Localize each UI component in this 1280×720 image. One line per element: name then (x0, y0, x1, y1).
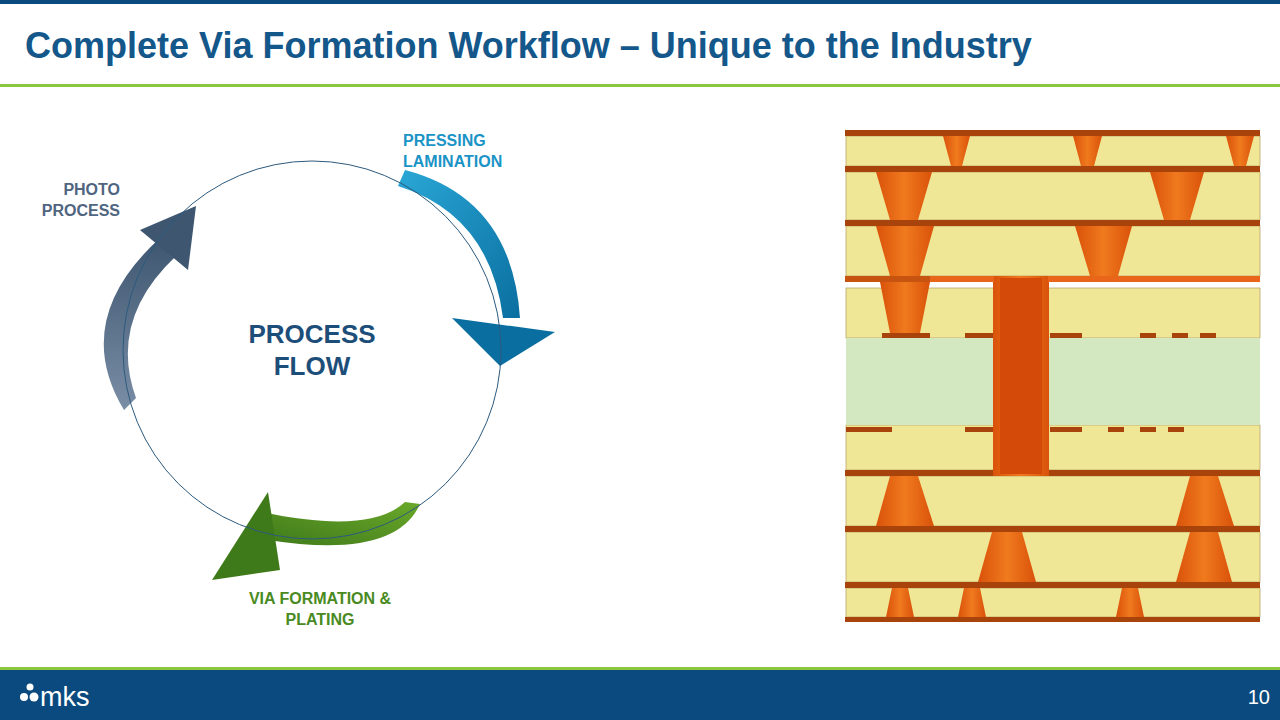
logo-dots (20, 684, 39, 702)
node-label: PROCESS FLOW (237, 318, 387, 383)
footer-bar (0, 670, 1280, 720)
top-bar (0, 0, 1280, 4)
arrow-head (452, 318, 555, 366)
footer-rule (0, 667, 1280, 670)
step-label: VIA FORMATION & PLATING (225, 589, 415, 631)
page-number: 10 (1220, 684, 1270, 710)
cycle-arrow (262, 502, 420, 545)
cycle-arrow (104, 238, 176, 410)
step-label: PHOTO PROCESS (30, 180, 120, 222)
header-rule (0, 84, 1280, 87)
process-circle: PROCESS FLOW (122, 160, 502, 540)
circle-outline (122, 160, 502, 540)
pcb-cross-section (845, 130, 1260, 622)
arrow-head (212, 492, 280, 580)
arrow-head (140, 206, 196, 270)
company-logo: mks (40, 680, 130, 715)
slide-title: Complete Via Formation Workflow – Unique… (25, 22, 1032, 70)
step-label: PRESSING LAMINATION (403, 131, 553, 173)
